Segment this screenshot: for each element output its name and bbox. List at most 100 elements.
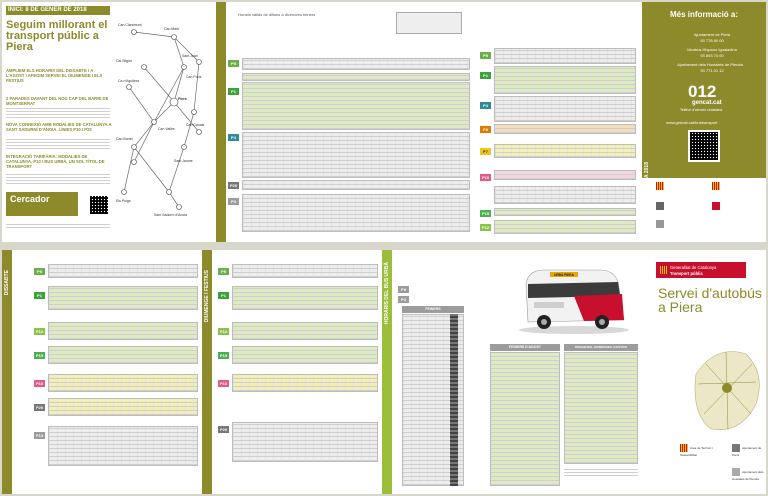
sat-line-badge-p5: P5 [34,268,45,275]
info-line-5: Ajuntament dels Hostalets de Pierola [677,62,743,67]
brochure-outer-sheet: INICI: 8 DE GENER DE 2018 Seguim millora… [2,2,766,242]
cover-item-3-heading: NOVA CONNEXIÓ AMB RODALIES DE CATALUNYA … [6,122,112,132]
sat-grid-p1 [48,286,198,310]
bus-illustration: URBÀ PIERA [519,269,629,334]
map-label-cal-sitges: Cal Sitges [116,59,132,63]
cercador-box[interactable]: Cercador [6,192,78,216]
back-logo-hostalets-text: Ajuntament dels Hostalets de Pierola [732,470,764,481]
line-badge-p3: P3 [228,198,239,205]
info-logo-hostalets [656,220,666,228]
weekday-timetable-panel: Horaris vàlids de dilluns a divendres fe… [228,2,476,242]
info-web-link[interactable]: www.gencat.cat/bustransport [666,120,718,125]
sun-grid-p15 [232,346,378,364]
info-phone-sub: gencat.cat [692,100,722,106]
map-label-sant-jaume: Sant Jaume [174,159,193,163]
tab-feiners-agost: FEINERS D'AGOST [490,344,560,351]
info-logo-monbus [712,202,722,210]
info-panel: Més informació a: Ajuntament de Piera 93… [642,2,766,242]
sat-line-badge-p13: P13 [34,432,45,439]
info-qr-code [688,130,720,162]
sat-grid-p5 [48,264,198,278]
rt-line-badge-p10: P10 [480,174,491,181]
sun-grid-p20 [232,422,378,462]
rt-line-badge-p8: P8 [480,126,491,133]
sun-line-badge-p10: P10 [218,380,229,387]
info-line-1: Ajuntament de Piera [693,32,731,37]
bus-destination-plate: URBÀ PIERA [554,272,575,277]
piera-town-map [694,351,760,431]
cover-item-4-heading: INTEGRACIÓ TARIFÀRIA: MODALIES DE CATALU… [6,154,105,169]
saturday-timetable-panel: P5 P1 P12 P15 P10 P20 P13 [14,250,204,494]
legend-box [396,12,462,34]
info-phone-desc: Telèfon d'atenció ciutadana [680,108,723,112]
info-line-4: 93 893 70 60 [700,53,724,58]
line-badge-p1: P1 [228,88,239,95]
timetable-grid-p20 [242,180,470,190]
tab-feiners: FEINERS [402,306,464,313]
saturday-side-label: DISSABTE [4,270,10,296]
urban-side-label: HORARIS DEL BUS URBÀ [384,262,390,325]
map-label-sant-joan: Sant Joan [182,54,198,58]
map-label-ca-naguilera: Ca n'Aguilera [118,79,139,83]
back-logo-monbus [686,472,710,480]
urban-line-badge-2: P3 [398,296,409,303]
map-label-can-claramunt: Can Claramunt [118,23,142,27]
sat-grid-p15 [48,346,198,364]
map-label-can-bonet: Can Bonet [116,137,133,141]
timetable-grid-header-p1 [242,73,470,81]
timetable-grid-p1 [242,82,470,130]
tab-caps-setmana: DISSABTES, DIUMENGES I FESTIUS [564,344,638,351]
sun-line-badge-p15: P15 [218,352,229,359]
info-logo-territori [656,182,666,190]
urban-grid-caps-setmana [564,352,638,464]
sun-line-badge-p12: P12 [218,328,229,335]
rt-line-badge-p4: P4 [480,102,491,109]
generalitat-logo-mark [659,266,667,274]
sat-grid-p13 [48,426,198,466]
sat-line-badge-p20: P20 [34,404,45,411]
info-logo-generalitat [712,182,722,190]
timetable-grid-p4 [242,132,470,178]
line-badge-p4: P4 [228,134,239,141]
rt-grid-p4 [494,96,636,122]
sun-grid-p10 [232,374,378,392]
rt-line-badge-p5: P5 [480,52,491,59]
sun-grid-p5 [232,264,378,278]
network-map: Can Claramunt Can Martí Sant Joan Cal Si… [116,23,205,217]
cover-item-1-heading: AMPLIEM ELS HORARIS DEL DISSABTE I A L'A… [6,68,103,83]
cover-left-panel: INICI: 8 DE GENER DE 2018 Seguim millora… [2,2,212,242]
sat-line-badge-p1: P1 [34,292,45,299]
map-label-can-canals: Can Canals [186,123,205,127]
cover-item-4-text-placeholder [6,174,110,184]
urban-footnote-placeholder [564,468,638,476]
rt-line-badge-p7: P7 [480,148,491,155]
top-fold-stripe-1 [216,2,226,242]
sat-grid-p10 [48,374,198,392]
info-line-2: 93 778 80 00 [700,38,724,43]
urban-grid-feiners-dark-col [450,314,458,486]
urban-bus-panel: P9 P3 FEINERS FEINERS D'AGOST DISSABTES,… [394,250,644,494]
back-cover-title: Servei d'autobús a Piera [658,285,762,315]
sunday-timetable-panel: P5 P1 P12 P15 P10 P20 [214,250,384,494]
sat-line-badge-p12: P12 [34,328,45,335]
timetable-note: Horaris vàlids de dilluns a divendres fe… [238,12,316,17]
back-logo-territori: Àrea de Territori i Sostenibilitat [680,444,728,458]
rt-grid-p5 [494,48,636,64]
sun-grid-p1 [232,286,378,310]
sat-line-badge-p10: P10 [34,380,45,387]
info-phone-number: 012 [688,82,717,101]
rt-grid-p12 [494,220,636,234]
urban-grid-agost [490,352,560,486]
info-line-6: 93 771 01 12 [700,68,724,73]
sun-grid-p12 [232,322,378,340]
sat-grid-p12 [48,322,198,340]
brochure-inner-sheet: DISSABTE P5 P1 P12 P15 P10 P20 P13 DIUME… [2,250,766,494]
timetable-grid-p5 [242,58,470,70]
line-badge-p5: P5 [228,60,239,67]
sun-line-badge-p20: P20 [218,426,229,433]
cover-title: Seguim millorant el transport públic a P… [6,19,108,53]
map-label-can-valles: Can Vallès [158,127,175,131]
rt-grid-header [494,186,636,204]
brand-line-2: Transport públic [670,271,703,276]
